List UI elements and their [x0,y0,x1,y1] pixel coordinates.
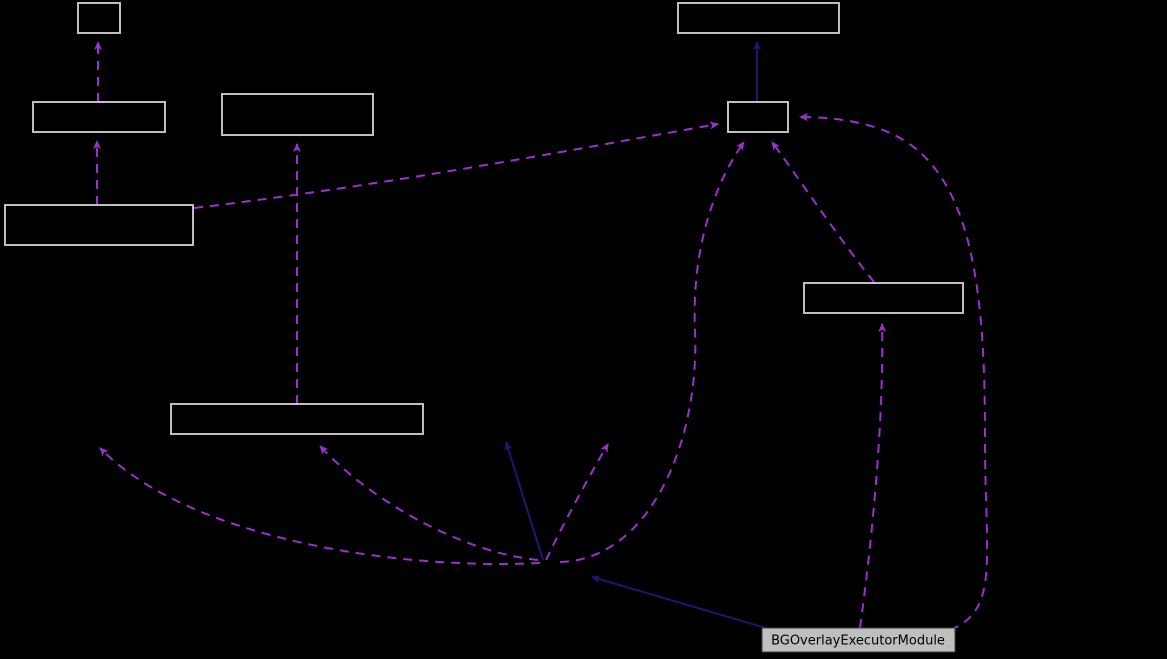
node-box-5[interactable] [727,101,789,133]
edge-usage-n9-n7 [859,323,887,629]
node-box-2[interactable] [677,2,840,34]
node-layer: BGOverlayExecutorModule [4,2,964,653]
edge-inherit-n9-hub [591,575,767,629]
node-box-1[interactable] [77,2,121,34]
edge-usage-n9-n5 [799,113,989,631]
node-rect-8[interactable] [170,403,424,435]
edge-layer [93,41,989,631]
node-rect-5[interactable] [727,101,789,133]
node-box-4[interactable] [221,93,374,136]
edge-usage-n6-n5 [193,121,719,209]
node-box-6[interactable] [4,204,194,246]
node-rect-2[interactable] [677,2,840,34]
node-rect-9[interactable] [761,627,956,653]
node-rect-7[interactable] [803,282,964,314]
node-box-3[interactable] [32,101,166,133]
node-box-7[interactable] [803,282,964,314]
edge-usage-n7-n5 [771,141,875,283]
node-rect-1[interactable] [77,2,121,34]
node-rect-3[interactable] [32,101,166,133]
node-rect-4[interactable] [221,93,374,136]
edge-usage-hub-n8 [319,445,539,561]
node-rect-6[interactable] [4,204,194,246]
node-label-9: BGOverlayExecutorModule [771,634,945,649]
edge-usage-hub-upright [545,443,609,561]
edge-usage-hub-n6 [99,447,541,565]
edge-usage-hub-n5 [559,141,745,563]
node-box-bgoverlayexecutormodule[interactable]: BGOverlayExecutorModule [761,627,956,653]
edge-inherit-hub-upleft [504,441,544,561]
node-box-8[interactable] [170,403,424,435]
